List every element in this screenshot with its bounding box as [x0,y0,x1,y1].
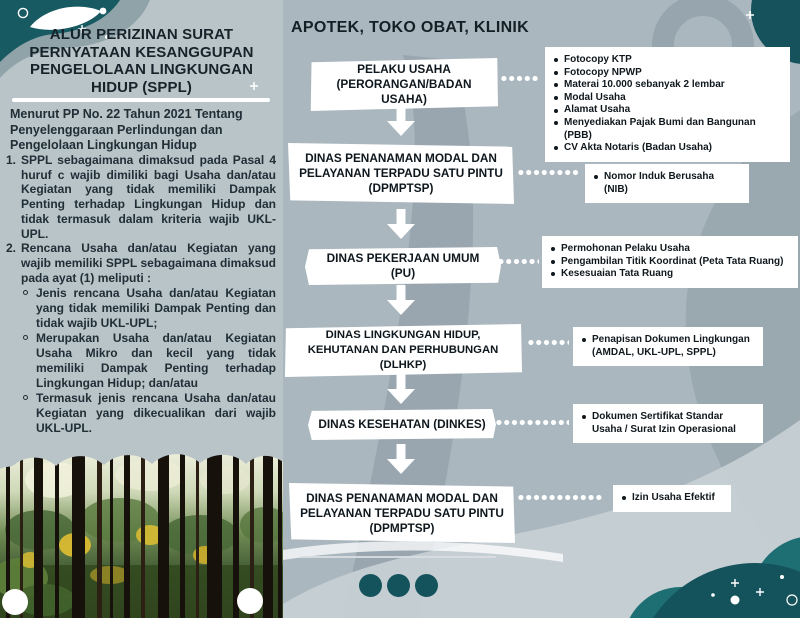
bullet-icon [551,272,555,277]
bullet-icon [554,95,558,100]
sub-list-item: Merupakan Usaha dan/atau Kegiatan Usaha … [23,331,276,390]
plus-icon [78,25,86,33]
plus-icon [250,82,258,90]
bullet-icon [594,175,598,180]
flow-box-dlhkp: DINAS LINGKUNGAN HIDUP, KEHUTANAN DAN PE… [284,324,522,377]
list-item-text: Rencana Usaha dan/atau Kegiatan yang waj… [21,241,276,285]
scalloped-edge [0,450,283,469]
dotted-connector [500,75,540,82]
requirement-item: Modal Usaha [554,92,781,105]
flow-box-dpmptsp-final: DINAS PENANAMAN MODAL DAN PELAYANAN TERP… [289,483,515,543]
dotted-connector [527,339,569,346]
white-circle-decoration [2,589,28,615]
bullet-icon [554,108,558,113]
circle-bullet-icon [23,286,36,330]
bullet-icon [554,70,558,75]
requirement-item: Fotocopy NPWP [554,67,781,80]
flow-box-pelaku-usaha: PELAKU USAHA (PERORANGAN/BADAN USAHA) [310,58,498,111]
teal-hill [653,563,800,618]
list-item: 2. Rencana Usaha dan/atau Kegiatan yang … [6,241,276,285]
flow-box-dinkes: DINAS KESEHATAN (DINKES) [308,409,496,440]
requirement-item: CV Akta Notaris (Badan Usaha) [554,142,781,155]
sub-list-item: Termasuk jenis rencana Usaha dan/atau Ke… [23,391,276,435]
requirement-item: Pengambilan Titik Koordinat (Peta Tata R… [551,256,789,269]
requirement-item: Kesesuaian Tata Ruang [551,268,789,281]
bullet-icon [554,146,558,151]
white-circle-decoration [237,588,263,614]
dotted-connector [517,169,579,176]
sub-list-item-text: Merupakan Usaha dan/atau Kegiatan Usaha … [36,331,276,390]
bullet-icon [582,338,586,343]
teal-dot [359,574,382,597]
flow-box-pu: DINAS PEKERJAAN UMUM (PU) [305,247,501,285]
plus-icon [756,588,764,596]
forest-photo [0,450,283,618]
tree-trunks [6,450,282,618]
leaf-tip-dot [99,7,107,15]
bullet-icon [554,121,558,126]
requirements-box: Fotocopy KTP Fotocopy NPWP Materai 10.00… [545,47,790,162]
bullet-icon [551,247,555,252]
dotted-connector [517,494,603,501]
requirement-item: Nomor Induk Berusaha (NIB) [594,171,740,196]
list-item-text: SPPL sebagaimana dimaksud pada Pasal 4 h… [21,153,276,241]
requirement-item: Penapisan Dokumen Lingkungan (AMDAL, UKL… [582,334,754,359]
dotted-connector [497,258,539,265]
left-corner-decoration [0,0,258,90]
pagination-dots [359,574,438,597]
sparkle-dot [730,595,740,605]
sub-list-item: Jenis rencana Usaha dan/atau Kegiatan ya… [23,286,276,330]
requirement-item: Materai 10.000 sebanyak 2 lembar [554,79,781,92]
circle-outline-icon [17,7,29,19]
sub-list-item-text: Termasuk jenis rencana Usaha dan/atau Ke… [36,391,276,435]
requirement-item: Permohonan Pelaku Usaha [551,243,789,256]
list-item-number: 2. [6,241,17,256]
flow-title: APOTEK, TOKO OBAT, KLINIK [291,19,530,36]
requirement-item: Izin Usaha Efektif [622,492,722,505]
page-title: ALUR PERIZINAN SURAT PERNYATAAN KESANGGU… [29,26,254,96]
sparkle-dot [711,593,715,597]
numbered-list: 1. SPPL sebagaimana dimaksud pada Pasal … [6,153,276,435]
bullet-icon [622,496,626,501]
requirement-item: Fotocopy KTP [554,54,781,67]
plus-icon [746,11,754,19]
requirements-box: Izin Usaha Efektif [613,485,731,512]
requirement-item: Dokumen Sertifikat Standar Usaha / Surat… [582,411,754,436]
requirements-box: Penapisan Dokumen Lingkungan (AMDAL, UKL… [573,327,763,367]
white-swoosh [283,541,563,562]
end-divider-line [300,556,496,558]
flow-box-dpmptsp: DINAS PENANAMAN MODAL DAN PELAYANAN TERP… [288,143,514,204]
title-divider [12,98,270,102]
circle-bullet-icon [23,391,36,435]
left-panel: ALUR PERIZINAN SURAT PERNYATAAN KESANGGU… [0,0,283,618]
bullet-icon [582,415,586,420]
flow-panel: APOTEK, TOKO OBAT, KLINIK PELAKU USAHA (… [283,0,800,618]
circle-bullet-icon [23,331,36,390]
teal-dot [387,574,410,597]
subtitle: Menurut PP No. 22 Tahun 2021 Tentang Pen… [10,107,243,152]
sparkle-dot [105,35,109,39]
sub-list-item-text: Jenis rencana Usaha dan/atau Kegiatan ya… [36,286,276,330]
list-item: 1. SPPL sebagaimana dimaksud pada Pasal … [6,153,276,241]
list-item-number: 1. [6,153,17,167]
requirement-item: Alamat Usaha [554,104,781,117]
leaf-icon [30,6,101,30]
plus-icon [731,579,739,587]
requirement-item: Menyediakan Pajak Bumi dan Bangunan (PBB… [554,117,781,142]
light-swoosh-band [283,420,800,618]
sparkle-dot [780,575,784,579]
bullet-icon [554,83,558,88]
dotted-connector [495,419,569,426]
requirements-box: Nomor Induk Berusaha (NIB) [585,164,749,204]
circle-outline-icon [786,594,798,606]
bullet-icon [554,58,558,63]
bullet-icon [551,259,555,264]
requirements-box: Dokumen Sertifikat Standar Usaha / Surat… [573,404,763,444]
teal-dot [415,574,438,597]
requirements-box: Permohonan Pelaku Usaha Pengambilan Titi… [542,236,798,288]
